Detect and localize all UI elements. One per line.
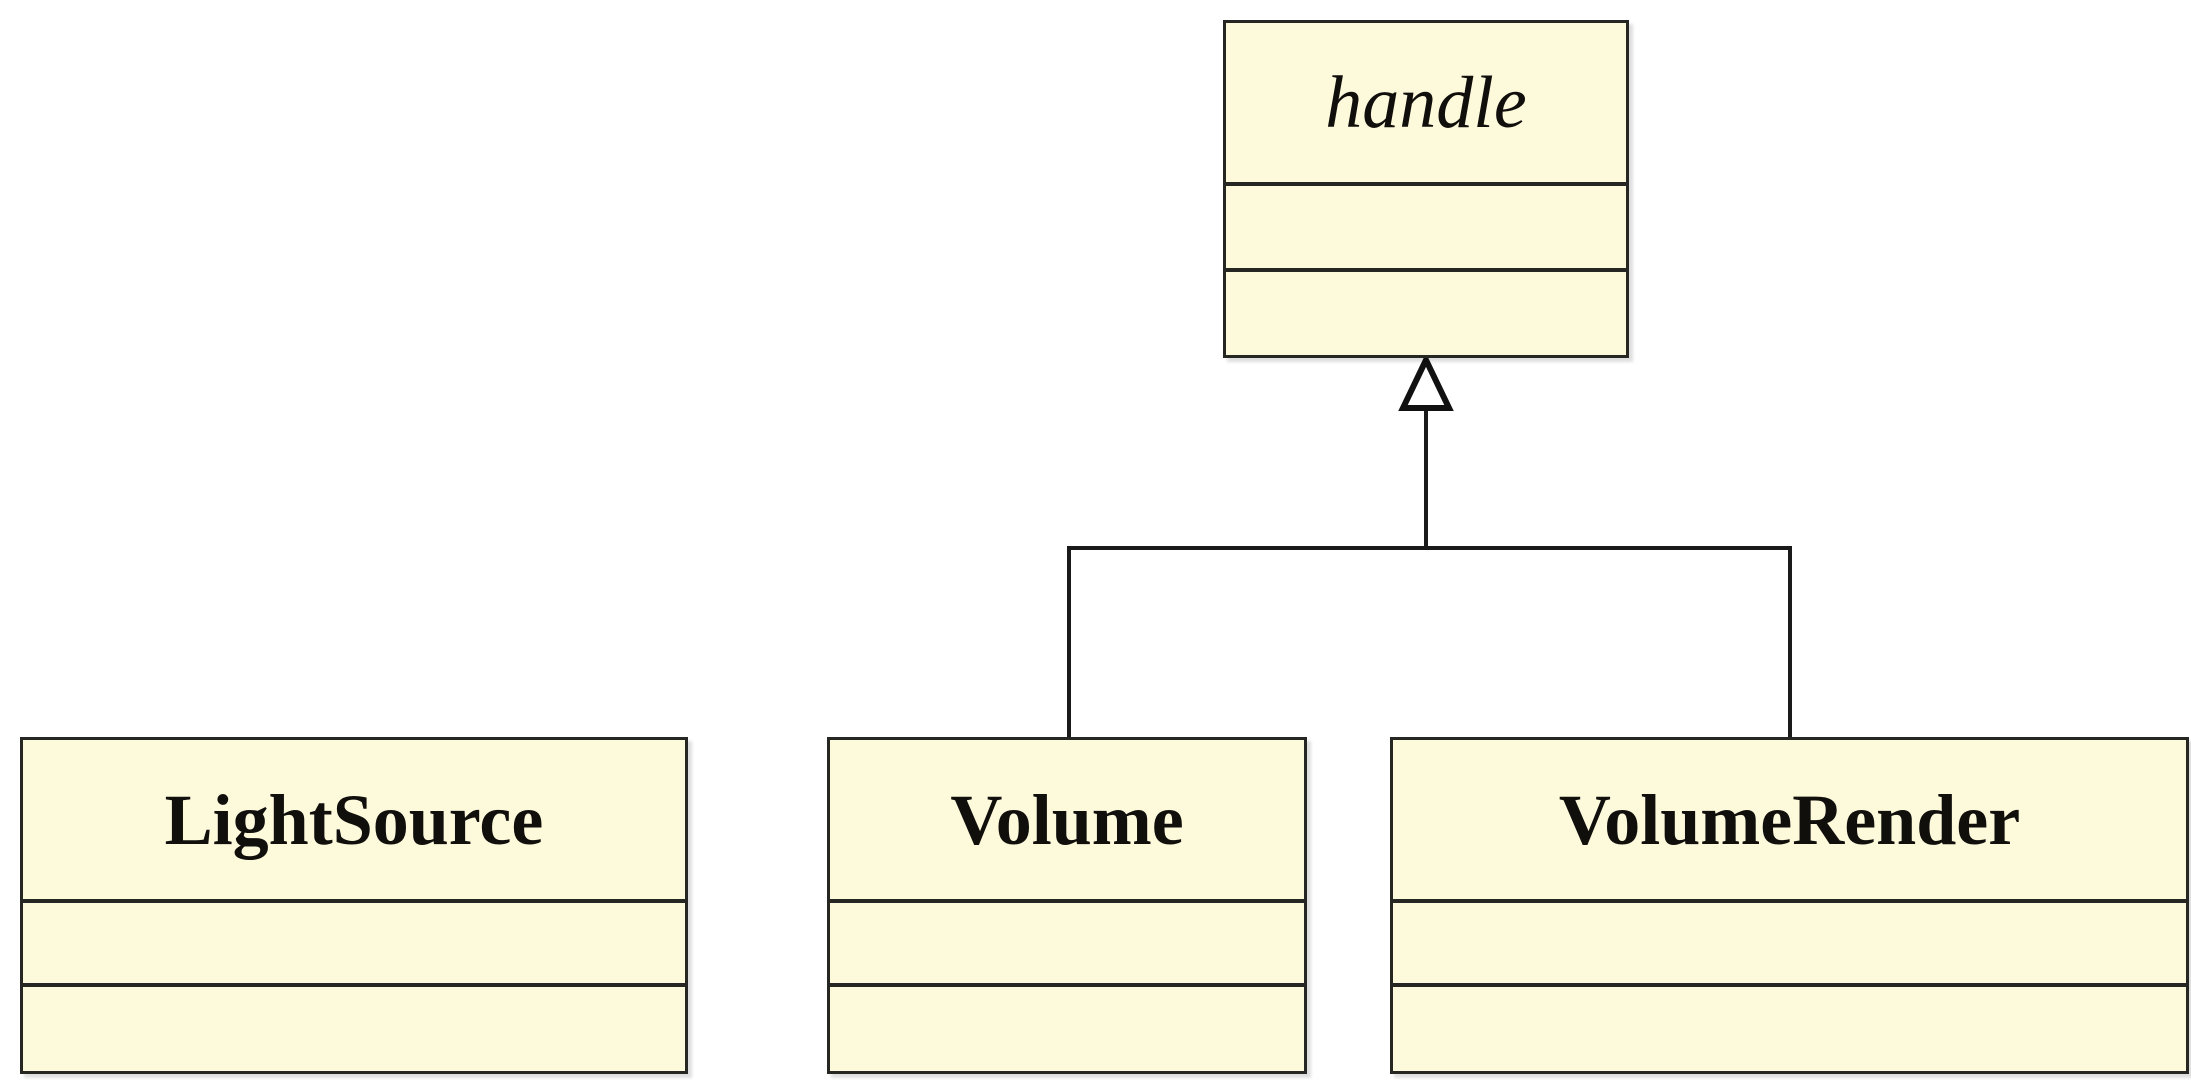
- uml-class-volume-operations: [830, 987, 1304, 1071]
- uml-class-lightsource-title: LightSource: [23, 740, 685, 904]
- generalization-stem-vertical: [1424, 408, 1428, 549]
- uml-class-volumerender[interactable]: VolumeRender: [1390, 737, 2189, 1074]
- uml-class-volumerender-attributes: [1393, 903, 2186, 987]
- generalization-branch-volume: [1067, 546, 1071, 739]
- inheritance-triangle-icon: [1398, 353, 1454, 411]
- uml-class-lightsource-attributes: [23, 903, 685, 987]
- uml-class-lightsource-operations: [23, 987, 685, 1071]
- generalization-branch-volumerender: [1788, 546, 1792, 739]
- uml-class-handle-attributes: [1226, 186, 1626, 272]
- uml-class-lightsource[interactable]: LightSource: [20, 737, 688, 1074]
- uml-class-handle[interactable]: handle: [1223, 20, 1629, 358]
- uml-class-volume-title: Volume: [830, 740, 1304, 904]
- uml-class-volume[interactable]: Volume: [827, 737, 1307, 1074]
- uml-class-handle-title: handle: [1226, 23, 1626, 187]
- generalization-bus-horizontal: [1067, 546, 1792, 550]
- uml-class-volumerender-title: VolumeRender: [1393, 740, 2186, 904]
- uml-class-volumerender-operations: [1393, 987, 2186, 1071]
- uml-class-volume-attributes: [830, 903, 1304, 987]
- uml-class-handle-operations: [1226, 272, 1626, 355]
